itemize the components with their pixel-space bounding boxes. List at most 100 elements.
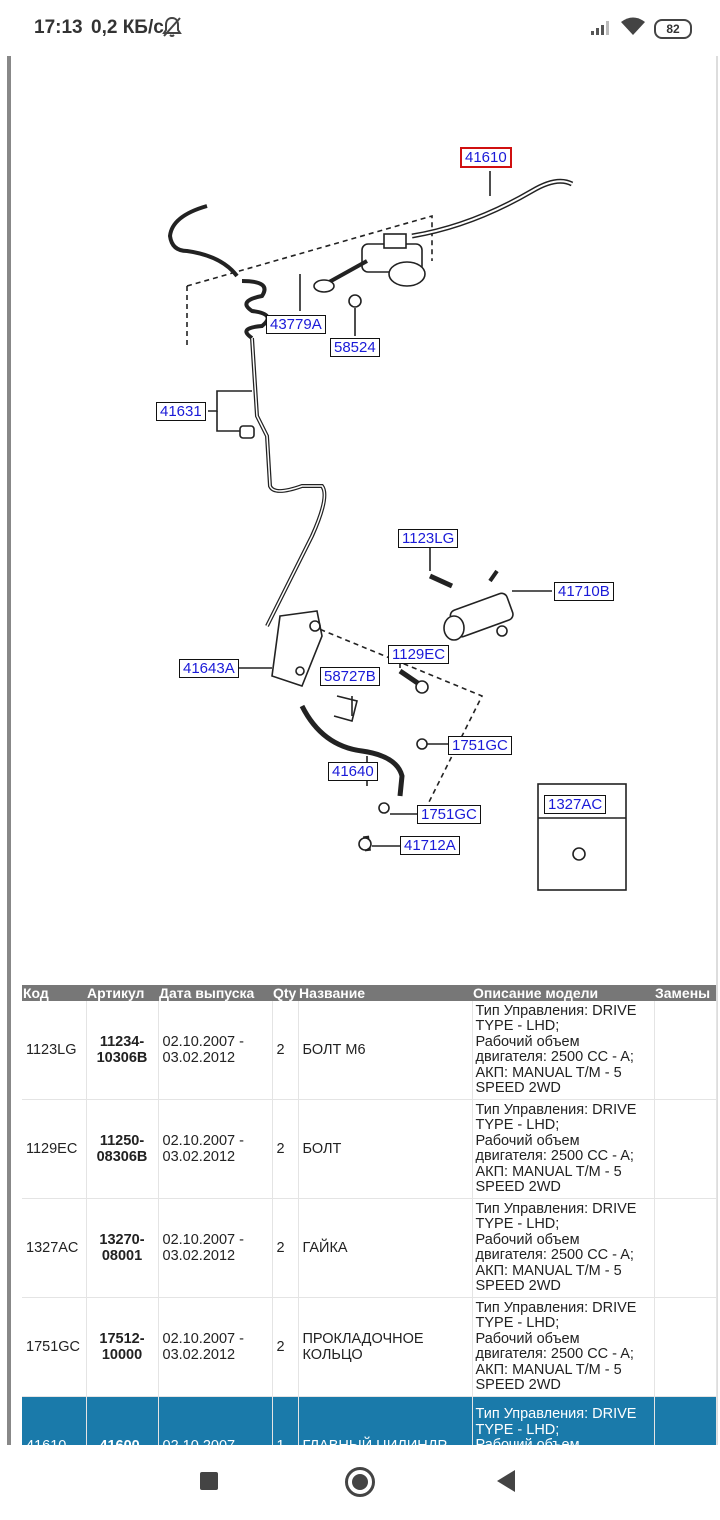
desc-line: Рабочий объем: [475, 1033, 580, 1050]
date-start: 02.10.2007 -: [162, 1331, 244, 1347]
desc-line: Тип Управления: DRIVE: [475, 1200, 637, 1217]
name-line1: ГАЙКА: [302, 1240, 348, 1256]
cell-article[interactable]: 11250-08306B: [86, 1099, 159, 1199]
article-part1: 13270-: [99, 1232, 145, 1248]
desc-line: двигателя: 2500 CC - A;: [475, 1049, 634, 1065]
cell-replacements: [654, 1001, 717, 1100]
parts-diagram: 41610 43779A 58524 41631 1123LG 41710B 1…: [12, 56, 716, 986]
wifi-icon: [621, 17, 645, 35]
header-article[interactable]: Артикул: [86, 985, 158, 1001]
callout-1751GC-top[interactable]: 1751GC: [448, 736, 512, 755]
article-part2: 08306B: [96, 1149, 148, 1165]
desc-line: Рабочий объем: [475, 1330, 580, 1347]
desc-line: Тип Управления: DRIVE: [475, 1406, 637, 1423]
parts-table: Код Артикул Дата выпуска Qty Название Оп…: [22, 985, 717, 1496]
name-line1: ПРОКЛАДОЧНОЕ: [302, 1331, 424, 1347]
callout-41610[interactable]: 41610: [460, 147, 512, 168]
cell-name: БОЛТ М6: [298, 1001, 473, 1100]
parts-drawing: [167, 171, 627, 891]
clock: 17:13: [34, 17, 83, 38]
cell-date: 02.10.2007 -03.02.2012: [158, 1198, 273, 1298]
desc-line: двигателя: 2500 CC - A;: [475, 1148, 634, 1164]
cell-date: 02.10.2007 -03.02.2012: [158, 1297, 273, 1397]
desc-line: TYPE - LHD;: [475, 1117, 560, 1133]
date-end: 03.02.2012: [162, 1149, 236, 1165]
table-row[interactable]: 1129EC 11250-08306B 02.10.2007 -03.02.20…: [22, 1099, 717, 1199]
table-row[interactable]: 1751GC 17512-10000 02.10.2007 -03.02.201…: [22, 1297, 717, 1397]
cell-replacements: [654, 1297, 717, 1397]
recents-button[interactable]: [200, 1472, 218, 1490]
article-part2: 10000: [101, 1347, 143, 1363]
callout-1123LG[interactable]: 1123LG: [398, 529, 459, 548]
header-date[interactable]: Дата выпуска: [158, 985, 272, 1001]
callout-41640[interactable]: 41640: [328, 762, 378, 781]
date-end: 03.02.2012: [162, 1248, 236, 1264]
table-row[interactable]: 1327AC 13270-08001 02.10.2007 -03.02.201…: [22, 1198, 717, 1298]
date-start: 02.10.2007 -: [162, 1232, 244, 1248]
header-description[interactable]: Описание модели: [472, 985, 654, 1001]
cell-article[interactable]: 11234-10306B: [86, 1001, 159, 1100]
status-bar: 17:13 0,2 КБ/с 82: [0, 0, 720, 56]
desc-line: АКП: MANUAL T/M - 5: [475, 1163, 622, 1180]
desc-line: TYPE - LHD;: [475, 1018, 560, 1034]
signal-icon: [591, 21, 609, 35]
cell-article[interactable]: 17512-10000: [86, 1297, 159, 1397]
desc-line: Тип Управления: DRIVE: [475, 1002, 637, 1019]
header-name[interactable]: Название: [298, 985, 472, 1001]
date-end: 03.02.2012: [162, 1050, 236, 1066]
desc-line: двигателя: 2500 CC - A;: [475, 1346, 634, 1362]
callout-41631[interactable]: 41631: [156, 402, 206, 421]
cell-name: ГАЙКА: [298, 1198, 473, 1298]
cell-qty: 2: [272, 1198, 299, 1298]
cell-code: 1129EC: [22, 1099, 87, 1199]
article-part2: 08001: [101, 1248, 143, 1264]
cell-date: 02.10.2007 -03.02.2012: [158, 1001, 273, 1100]
callout-43779A[interactable]: 43779A: [266, 315, 326, 334]
callout-58524[interactable]: 58524: [330, 338, 380, 357]
cell-code: 1751GC: [22, 1297, 87, 1397]
callout-41643A[interactable]: 41643A: [179, 659, 239, 678]
desc-line: TYPE - LHD;: [475, 1216, 560, 1232]
name-line1: БОЛТ М6: [302, 1042, 366, 1058]
desc-line: SPEED 2WD: [475, 1278, 561, 1294]
desc-line: Рабочий объем: [475, 1231, 580, 1248]
header-code[interactable]: Код: [22, 985, 86, 1001]
name-line1: БОЛТ: [302, 1141, 342, 1157]
table-row[interactable]: 1123LG 11234-10306B 02.10.2007 -03.02.20…: [22, 1001, 717, 1100]
cell-qty: 2: [272, 1297, 299, 1397]
home-button[interactable]: [345, 1467, 375, 1497]
cell-name: БОЛТ: [298, 1099, 473, 1199]
desc-line: TYPE - LHD;: [475, 1315, 560, 1331]
cell-date: 02.10.2007 -03.02.2012: [158, 1099, 273, 1199]
cell-article[interactable]: 13270-08001: [86, 1198, 159, 1298]
desc-line: SPEED 2WD: [475, 1179, 561, 1195]
callout-58727B[interactable]: 58727B: [320, 667, 380, 686]
cell-qty: 2: [272, 1099, 299, 1199]
desc-line: АКП: MANUAL T/M - 5: [475, 1361, 622, 1378]
article-part1: 17512-: [99, 1331, 145, 1347]
callout-41712A[interactable]: 41712A: [400, 836, 460, 855]
desc-line: SPEED 2WD: [475, 1377, 561, 1393]
header-replacements[interactable]: Замены: [654, 985, 716, 1001]
cell-qty: 2: [272, 1001, 299, 1100]
date-end: 03.02.2012: [162, 1347, 236, 1363]
header-qty[interactable]: Qty: [272, 985, 298, 1001]
date-start: 02.10.2007 -: [162, 1133, 244, 1149]
callout-1129EC[interactable]: 1129EC: [388, 645, 450, 664]
date-start: 02.10.2007 -: [162, 1034, 244, 1050]
callout-1327AC[interactable]: 1327AC: [544, 795, 607, 814]
scrollbar-right[interactable]: [716, 56, 718, 1446]
back-button[interactable]: [497, 1470, 515, 1492]
desc-line: АКП: MANUAL T/M - 5: [475, 1262, 622, 1279]
cell-code: 1123LG: [22, 1001, 87, 1100]
table-header: Код Артикул Дата выпуска Qty Название Оп…: [22, 985, 716, 1001]
cell-replacements: [654, 1099, 717, 1199]
callout-41710B[interactable]: 41710B: [554, 582, 614, 601]
cell-replacements: [654, 1198, 717, 1298]
callout-1751GC-bottom[interactable]: 1751GC: [417, 805, 481, 824]
